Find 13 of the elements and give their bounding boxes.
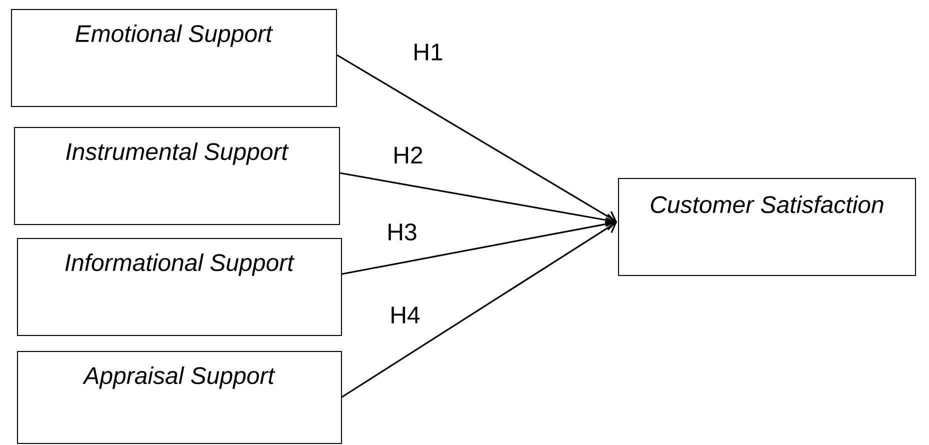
edge-label: H1	[412, 42, 444, 62]
arrow	[342, 222, 617, 398]
edge-label: H4	[388, 306, 422, 324]
edge-label: H3	[386, 222, 418, 242]
edge-label: H2	[392, 146, 424, 164]
text-box: Appraisal Support	[17, 351, 342, 444]
arrow	[340, 172, 618, 227]
text-box: Informational Support	[17, 238, 342, 336]
text-box: Emotional Support	[11, 9, 337, 107]
text-box: Instrumental Support	[14, 127, 340, 225]
arrow	[342, 217, 617, 275]
text-box: Customer Satisfaction	[618, 178, 916, 276]
arrow	[336, 54, 617, 223]
